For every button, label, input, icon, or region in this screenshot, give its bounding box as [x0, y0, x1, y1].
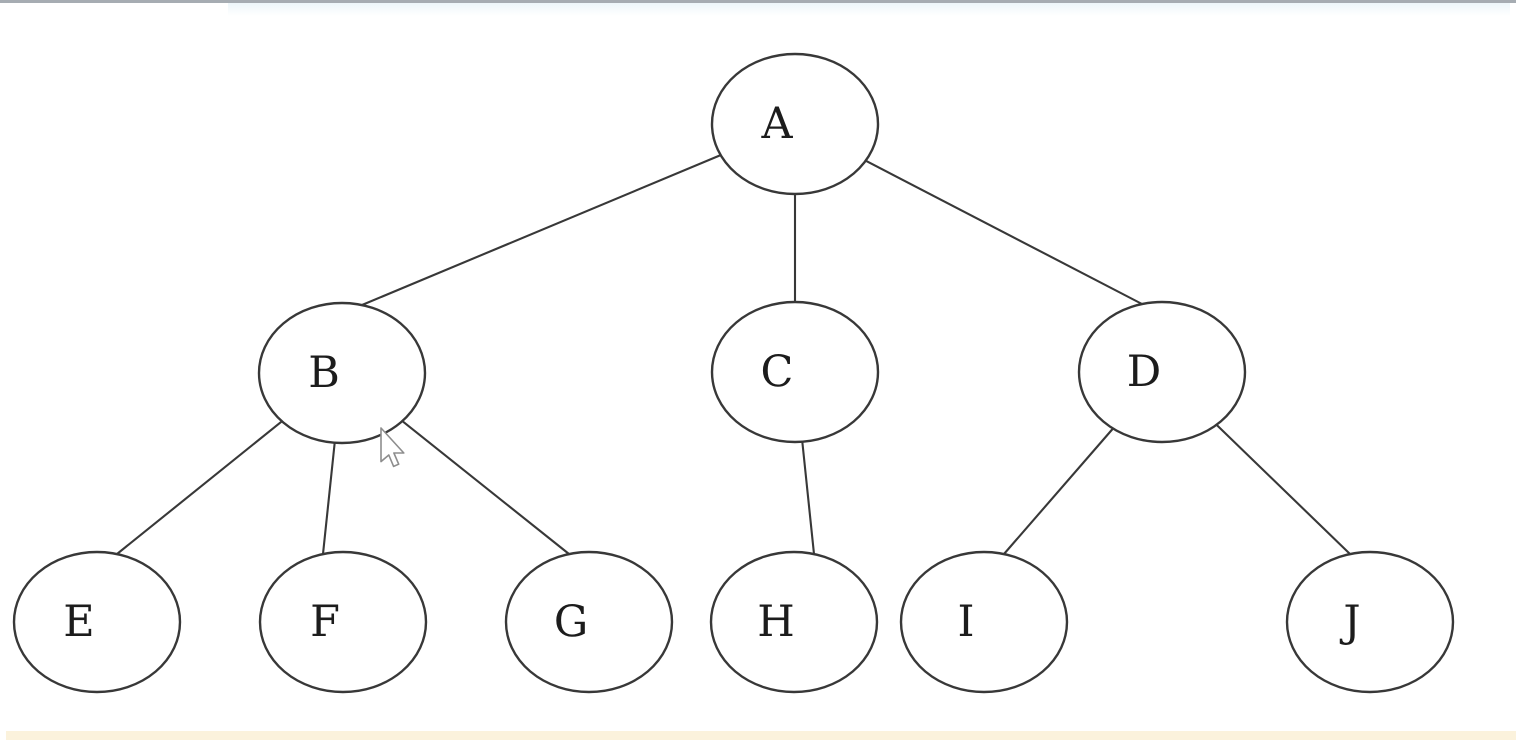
tree-node-label-D: D [1127, 347, 1161, 397]
tree-node-A [710, 52, 880, 196]
tree-edge-D-J [1215, 424, 1351, 555]
tree-edge-B-G [401, 420, 570, 555]
tree-node-C [710, 300, 880, 444]
tree-node-I [899, 550, 1069, 694]
bottom-highlight-band [6, 731, 1516, 740]
tree-node-J [1285, 550, 1455, 694]
tree-edge-A-B [361, 154, 722, 306]
tree-node-F [258, 550, 428, 694]
tree-node-label-A: A [760, 99, 793, 149]
tree-node-H [709, 550, 879, 694]
tree-edge-B-E [116, 420, 283, 555]
tree-node-label-I: I [958, 597, 975, 647]
top-highlight-band [228, 3, 1510, 16]
tree-edge-C-H [801, 441, 816, 555]
tree-node-B [257, 301, 427, 445]
tree-node-label-E: E [63, 597, 94, 647]
tree-node-G [504, 550, 674, 694]
top-border-line [0, 0, 1516, 3]
tree-node-E [12, 550, 182, 694]
tree-node-label-H: H [757, 597, 795, 647]
tree-node-label-F: F [310, 597, 340, 647]
tree-edge-A-D [865, 159, 1143, 305]
tree-edge-B-F [321, 442, 336, 555]
tree-node-label-B: B [308, 348, 340, 398]
tree-node-label-G: G [554, 597, 588, 647]
tree-node-D [1077, 300, 1247, 444]
tree-edge-D-I [1003, 427, 1114, 555]
tree-node-label-C: C [761, 347, 794, 397]
tree-node-label-J: J [1339, 597, 1360, 647]
